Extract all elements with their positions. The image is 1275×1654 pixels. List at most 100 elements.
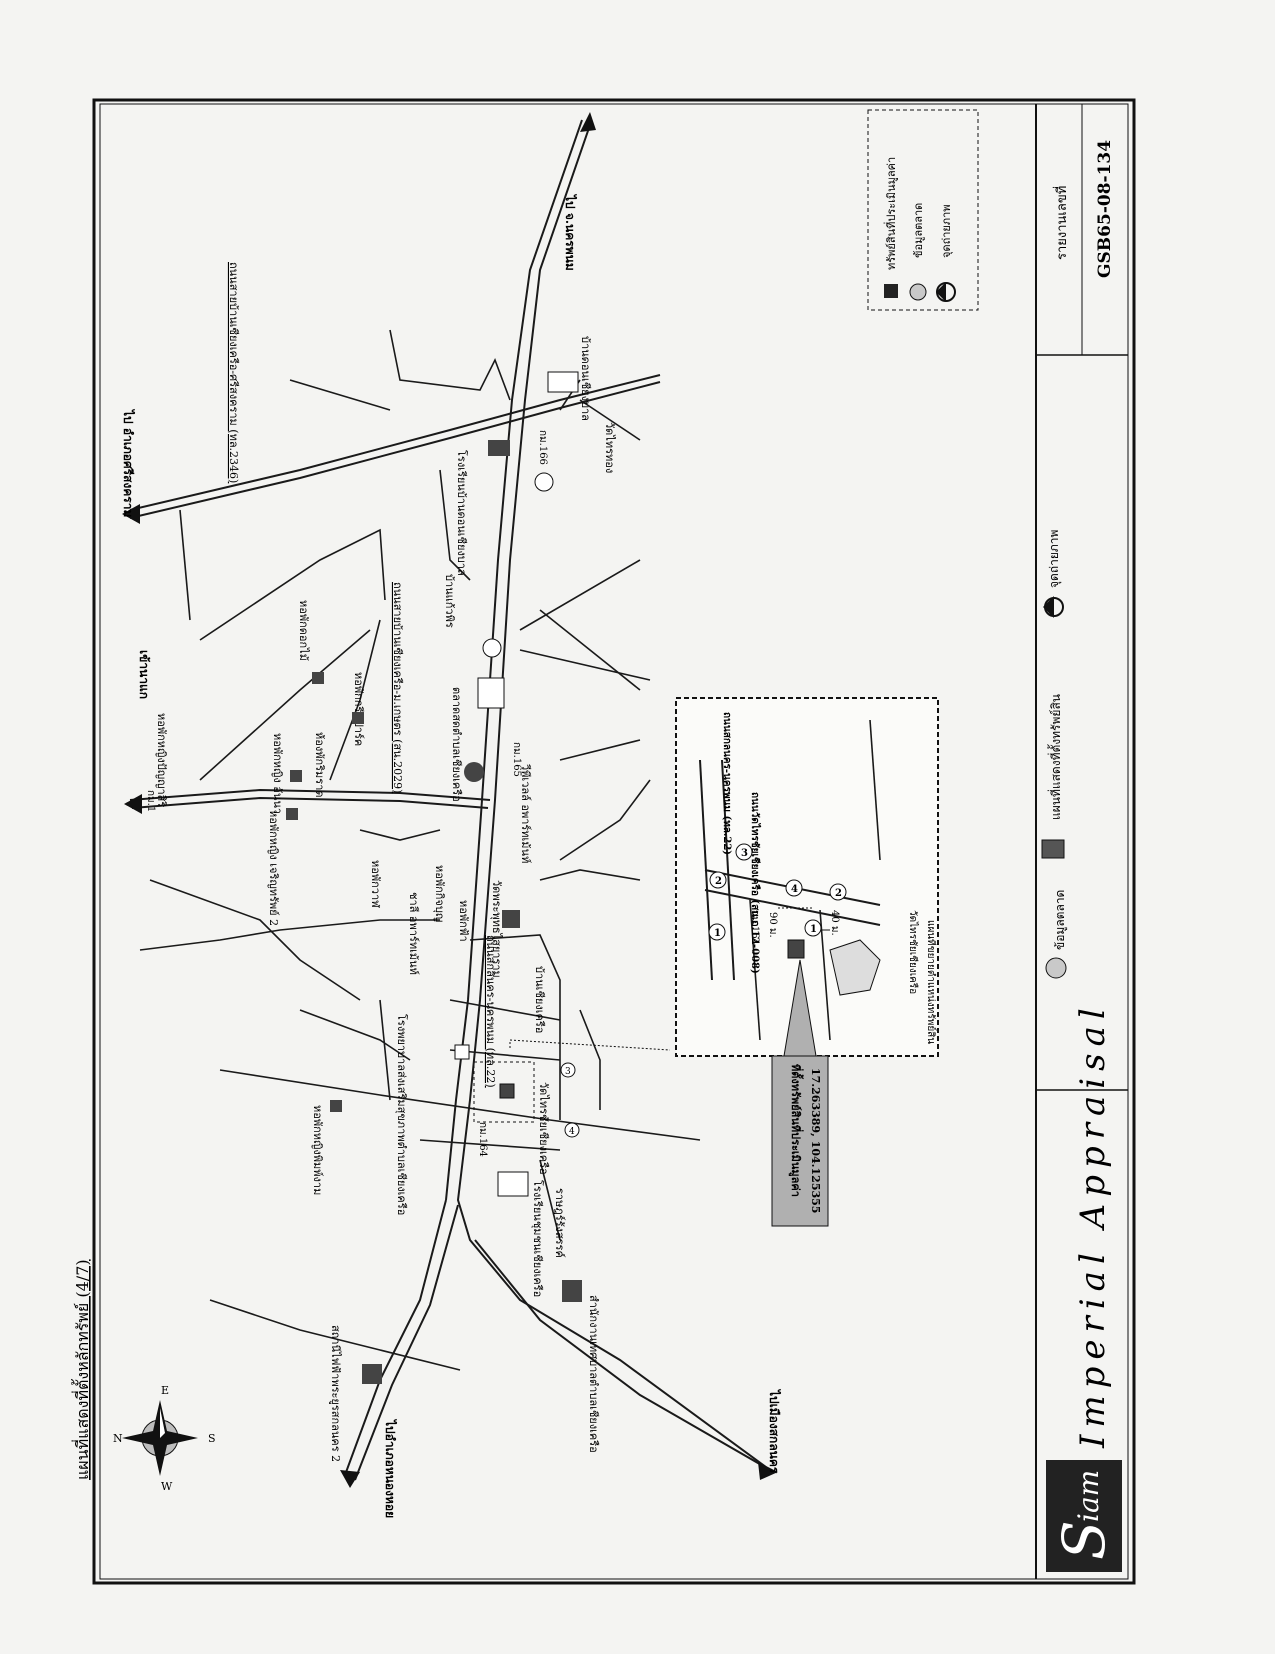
inset-pp-4: 4 [791, 884, 798, 895]
inset-pp-2: 2 [715, 876, 722, 887]
power-icon [362, 1364, 382, 1384]
property-zoom-box [473, 1061, 535, 1123]
inset-pp-3-icon [735, 843, 753, 861]
temple-icon [502, 910, 520, 928]
place-dorm-phuaisiri: หอพักหญิงปัญญาสิริ [155, 713, 168, 807]
inset-pp-5-icon [804, 919, 822, 937]
road-2346-label: ถนนสายบ้านเซียงเครือ-ศรีสงคราม (ทล.2346) [227, 262, 240, 483]
inset-property-marker [787, 939, 805, 959]
inset-pp-6-icon [829, 883, 847, 901]
km-164-label: กม.164 [477, 1122, 488, 1157]
legend-map-label: แผนที่แสดงที่ตั้งทรัพย์สิน [1047, 694, 1063, 820]
km-1-label: กม.1 [145, 790, 156, 812]
km-165-label: กม.165 [511, 742, 522, 777]
dorm-icon-4 [352, 712, 364, 724]
place-dorm-phen: ห้องพักริมราด [313, 732, 326, 798]
compass-west: W [161, 1480, 173, 1493]
inset-temple: วัดไทรชัยเชียงเครือ [907, 910, 919, 994]
house-icon [547, 371, 579, 393]
place-dorm-jaroen: หอพักหญิง เจริญทรัพย์ 2 [267, 810, 280, 926]
inset-road-22: ถนนสกลนคร-นครพนม (ทล.22) [721, 712, 732, 855]
school-2-icon [497, 1171, 529, 1197]
photo-point-4: 4 [564, 1122, 580, 1138]
legend-property-icon [1041, 839, 1065, 859]
compass-east: E [161, 1384, 169, 1397]
inner-frame [99, 103, 1129, 1580]
legend-box [867, 109, 979, 311]
dorm-icon-2 [312, 672, 324, 684]
inset-temple-icon [829, 939, 881, 996]
inset-pp-1: 1 [714, 928, 721, 939]
gas-station-2-icon [482, 638, 502, 658]
photo-point-3: 3 [560, 1062, 576, 1078]
place-ban-rung: ราษฎร์รังสรรค์ [553, 1188, 566, 1258]
legend-box-property: ทรัพย์สินที่ประเมินมูลค่า [883, 157, 898, 270]
place-hospital: โรงพยาบาลส่งเสริมสุขภาพตำบลเชียงเครือ [395, 1014, 409, 1215]
place-dorm-phim: หอพักหญิงพิมพ์งาม [311, 1105, 324, 1195]
inset-road-008: ถนนวัดไทรชัยเชียงเครือ (สน.ถ.12-008) [749, 792, 762, 974]
report-label: รายงานเลขที่ [1053, 186, 1070, 260]
legend-box-property-icon [884, 284, 898, 298]
inset-km-164: กม.164 [749, 910, 760, 945]
legend-market-icon [1045, 957, 1067, 979]
road-network [129, 119, 771, 1481]
place-apartment-m: ชาลี อพาร์ทเม้นท์ [407, 892, 420, 975]
place-dorm-a: หอพักวาฬ [369, 860, 382, 908]
place-wat-sai-thong: วัดไทรทอง [603, 422, 616, 473]
inset-pp-1-icon [708, 923, 726, 941]
place-power-station: สถานีไฟฟ้าพระยูรสกลนคร 2 [329, 1325, 342, 1462]
photo-point-3-label: 3 [565, 1067, 571, 1077]
callout-box [771, 1055, 829, 1227]
inset-title: แผนที่ขยายตำแหน่งทรัพย์สิน [925, 920, 939, 1044]
inset-distance-90: 90 ม. [767, 912, 778, 938]
road-2029-label: ถนนสายบ้านเซียงเครือ-ม.เกษตร (สน.2029) [391, 582, 404, 793]
inset-pp-6: 2 [835, 888, 842, 899]
dest-nakae: เข้านาแก [137, 650, 151, 699]
place-ban-don: บ้านดอนเชียงบาล [579, 336, 592, 421]
place-ban-chiang: บ้านเชียงเครือ [533, 966, 546, 1033]
compass-south: S [208, 1432, 216, 1445]
legend-box-market-icon [909, 283, 927, 301]
report-number: GSB65-08-134 [1095, 140, 1115, 278]
place-wat-phra: วัดพระพุทธไสยาราม [490, 880, 503, 978]
road-22-label: ถนนสกลนคร-นครพนม (ทล.22) [484, 935, 497, 1088]
gas-station-3-icon [534, 472, 554, 492]
compass-icon [122, 1400, 198, 1476]
office-icon [562, 1280, 582, 1302]
place-dorm-kitti: หอพักกิจบุญ [433, 865, 446, 922]
callout-coords: 17.263389, 104.125355 [809, 1068, 822, 1213]
market-icon [477, 677, 505, 709]
place-dorm-park: หอพักกรีนปาร์ค [352, 672, 365, 746]
dorm-icon-3 [290, 770, 302, 782]
compass-north: N [113, 1432, 123, 1445]
school-icon [488, 440, 510, 456]
place-dorm-cut: หอพักฟ้า [457, 900, 470, 942]
road-arrows [122, 112, 778, 1488]
place-school-chiang: โรงเรียนบ้านดอนเชียงบาล [455, 450, 469, 576]
legend-box-market: ข้อมูลตลาด [912, 203, 925, 258]
legend-market-label: ข้อมูลตลาด [1053, 890, 1068, 950]
outer-frame [92, 98, 1136, 1585]
dest-sakon: ไปเมืองสกลนคร [767, 1388, 782, 1474]
place-dorm-1: หอพักหญิง อันนา [271, 733, 284, 814]
legend-box-photo: จุดถ่ายภาพ [940, 204, 953, 258]
place-village-apt: วีพีเวลล์ อพาร์ทเม้นท์ [519, 763, 532, 863]
place-school-sai: โรงเรียนชุมชนเชียงเครือ [531, 1180, 545, 1297]
inset-pp-3: 3 [741, 848, 748, 859]
place-sao-office: สำนักงานเทศบาลตำบลเชียงเครือ [587, 1295, 600, 1453]
place-ban-maitri: บ้านแก้วพิร [443, 574, 456, 628]
inset-connector [509, 1039, 671, 1051]
property-marker [499, 1083, 515, 1099]
dorm-icon-1 [286, 808, 298, 820]
inset-photo-points: 1 2 3 4 1 2 [708, 843, 847, 941]
dest-nong-hoi: ไปอำเภอหนองหอย [383, 1418, 398, 1518]
legend-photo-label: จุดถ่ายภาพ [1047, 529, 1062, 588]
brand-first-letter: S [1050, 1520, 1118, 1560]
callout-title: ที่ตั้งทรัพย์สินที่ประเมินมูลค่า [788, 1064, 804, 1197]
place-wat-sai-chai: วัดไทรชัยเชียงเครือ [537, 1082, 550, 1175]
dorm-icon-5 [330, 1100, 342, 1112]
place-dorm-lopburi: หอพักดอกไม้ [297, 600, 310, 661]
brand-logo-box [1046, 1460, 1122, 1572]
